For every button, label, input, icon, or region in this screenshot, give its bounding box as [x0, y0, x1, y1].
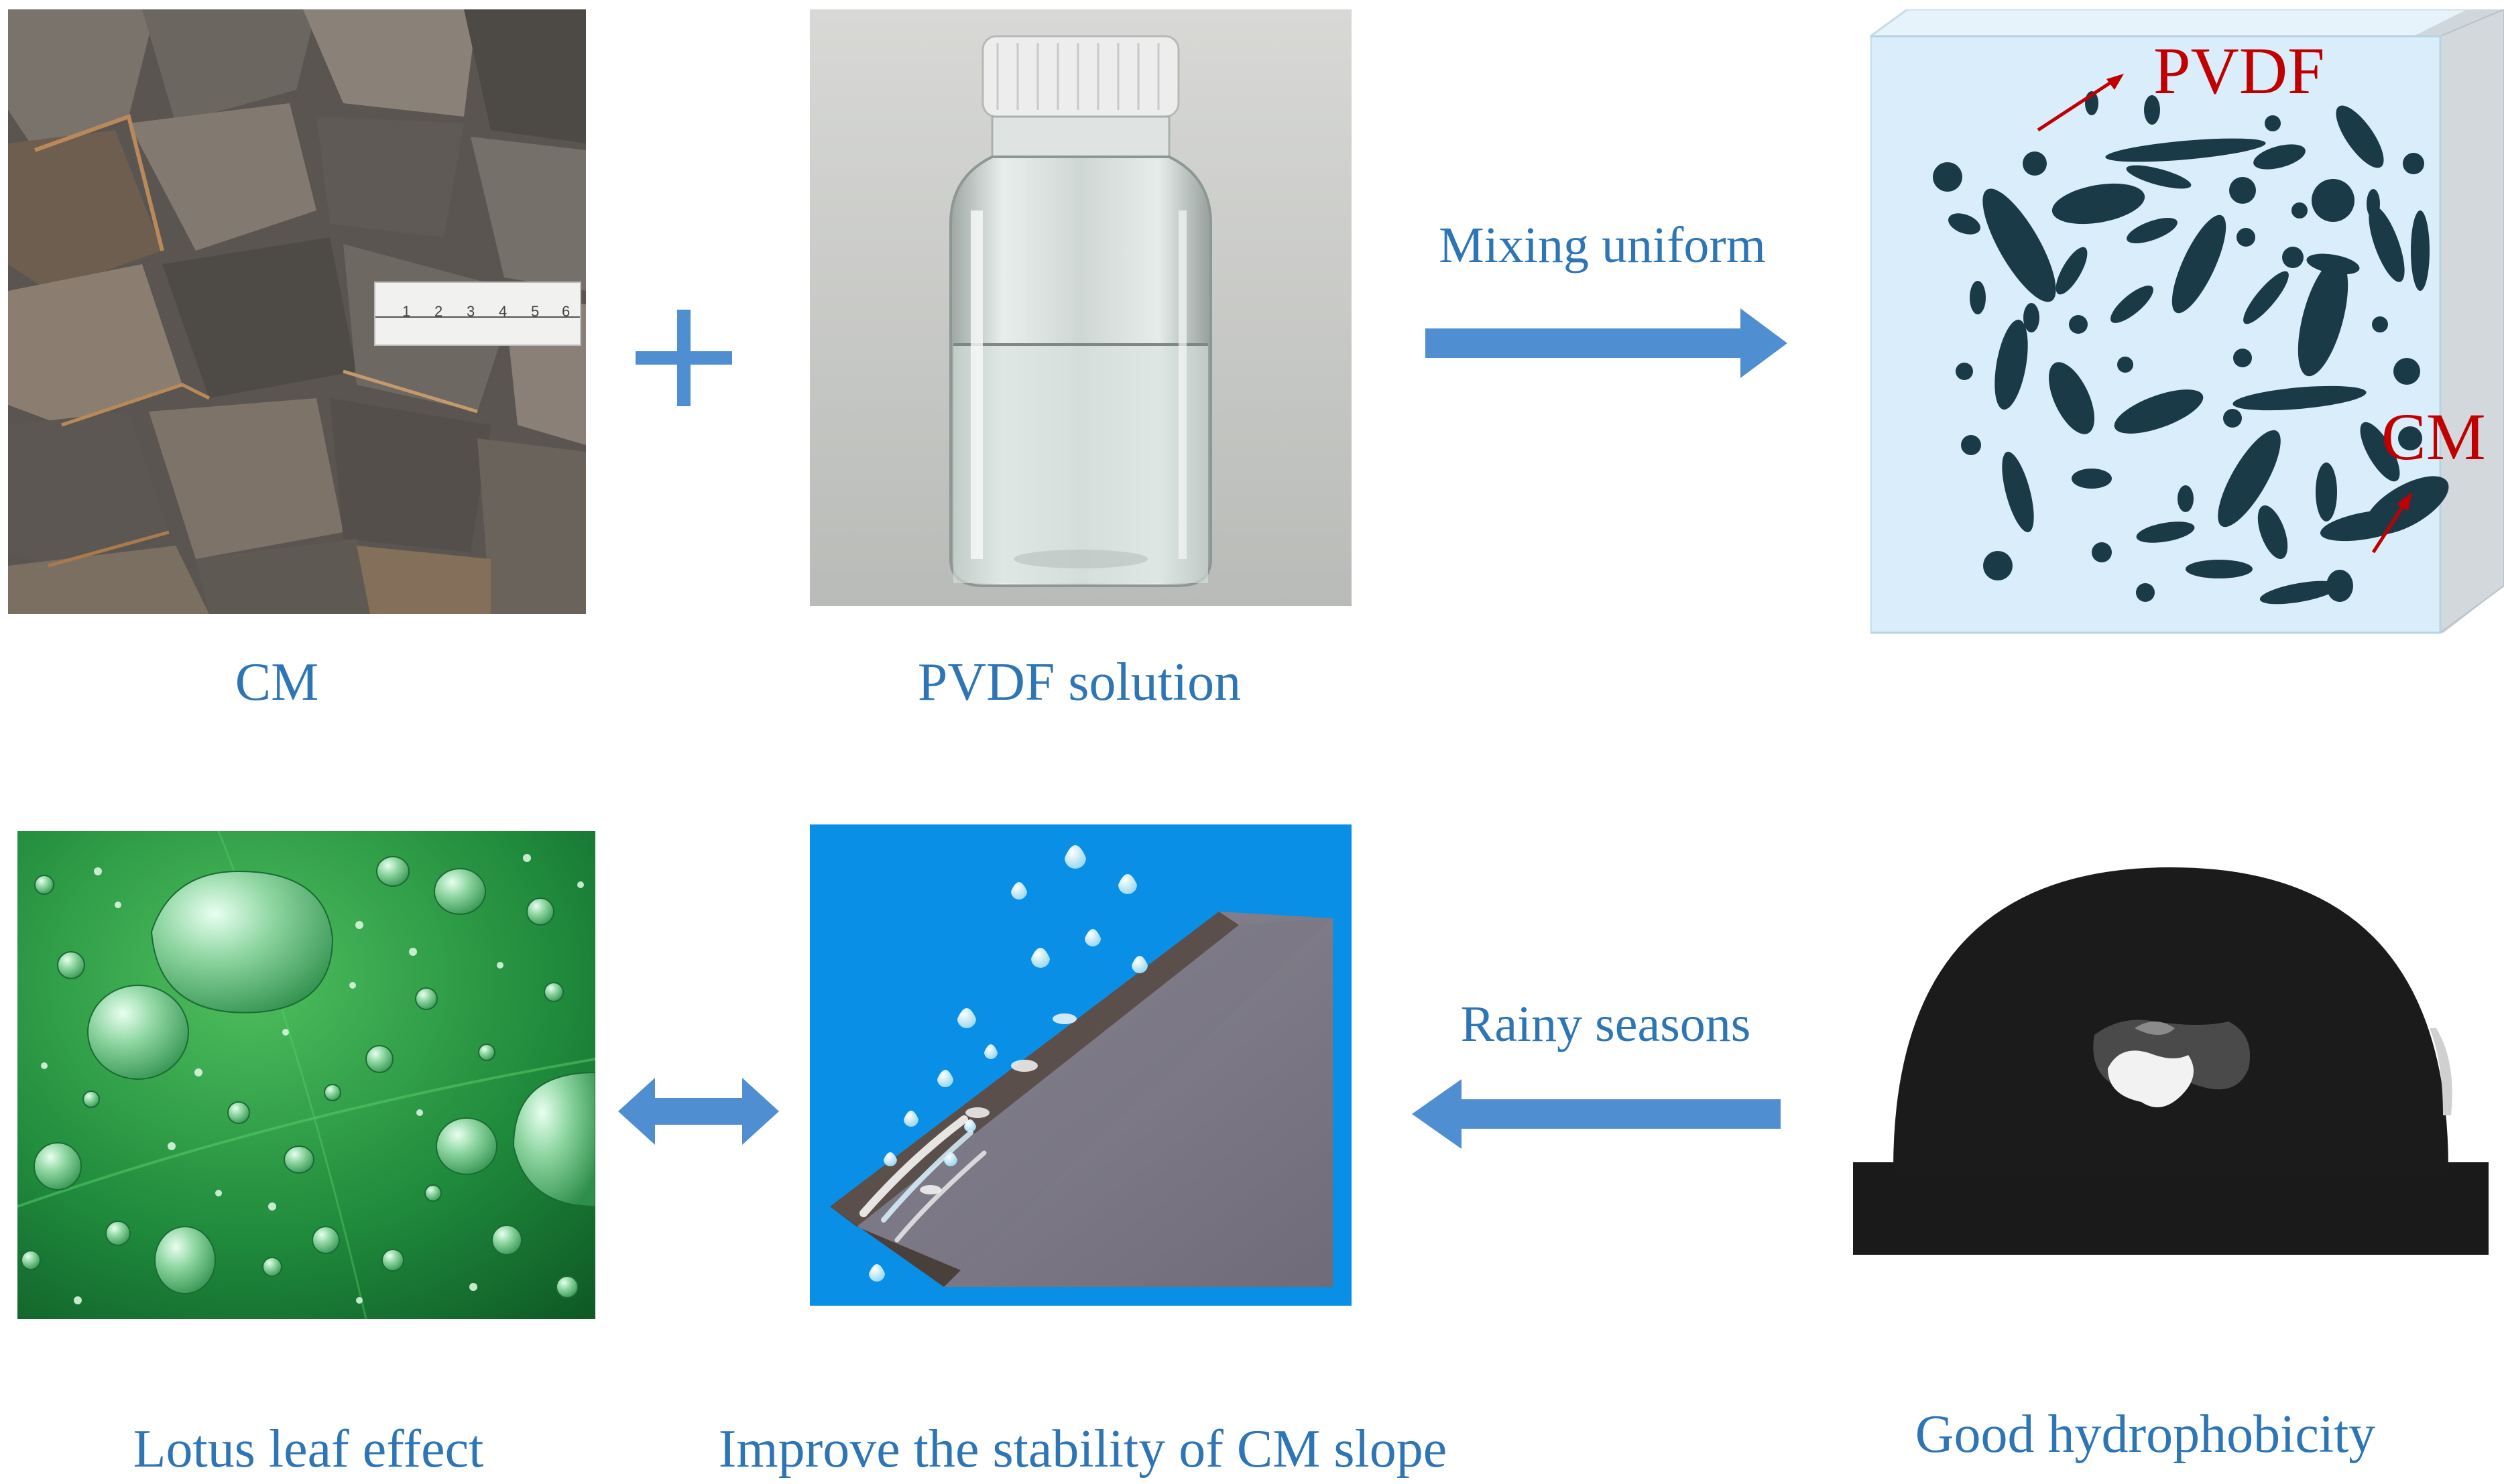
cube-label-pvdf: PVDF	[2153, 34, 2325, 108]
rainy-label: Rainy seasons	[1460, 996, 1751, 1052]
ruler: 1 2 3 4 5 6	[374, 282, 581, 346]
slope-caption: Improve the stability of CM slope	[718, 1420, 1447, 1479]
left-arrow-icon	[1412, 1079, 1781, 1149]
cm-rock-photo	[8, 9, 586, 614]
ruler-tick-3: 3	[467, 303, 475, 320]
right-arrow-icon	[1425, 308, 1787, 378]
plus-icon	[636, 310, 732, 406]
ruler-tick-5: 5	[531, 303, 540, 320]
lotus-caption: Lotus leaf effect	[133, 1420, 484, 1479]
pvdf-bottle-photo	[810, 9, 1352, 606]
cube-label-cm: CM	[2381, 399, 2486, 474]
hydro-caption: Good hydrophobicity	[1915, 1405, 2376, 1464]
lotus-leaf-photo	[17, 831, 595, 1319]
hydrophobicity-photo	[1853, 861, 2489, 1255]
composite-cube	[1870, 9, 2504, 639]
ruler-tick-2: 2	[434, 303, 443, 320]
double-arrow-icon	[618, 1078, 779, 1145]
cm-caption: CM	[235, 653, 319, 712]
ruler-tick-1: 1	[402, 303, 411, 320]
mixing-label: Mixing uniform	[1439, 217, 1766, 273]
pvdf-caption: PVDF solution	[917, 653, 1242, 712]
ruler-tick-6: 6	[562, 303, 571, 320]
slope-illustration	[810, 824, 1352, 1306]
ruler-tick-4: 4	[499, 303, 508, 320]
